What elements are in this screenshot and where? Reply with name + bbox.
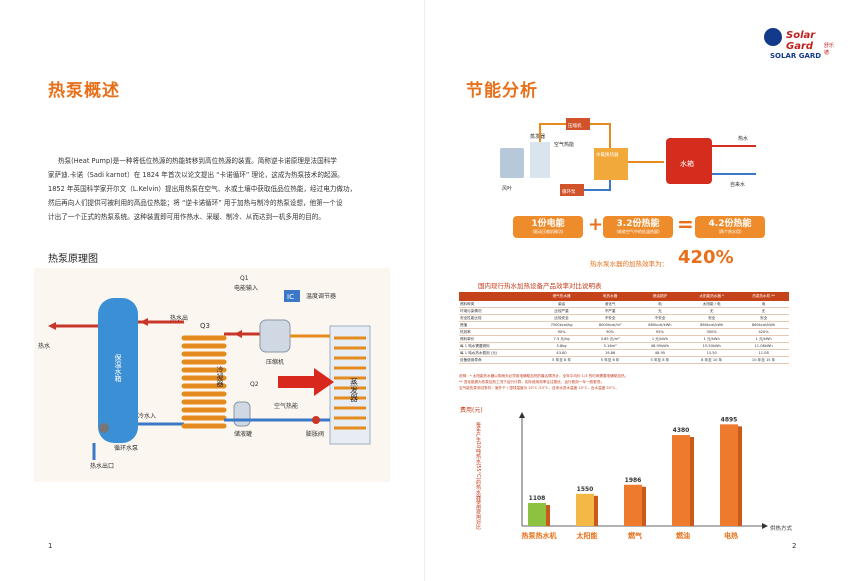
page-divider bbox=[424, 0, 425, 581]
evaporator bbox=[329, 325, 371, 445]
bar-4 bbox=[672, 435, 690, 526]
cost-bar-chart: 费用(元) 每年产生10吨热水(55°C)的热水器使用费用对比 供热方式 110… bbox=[460, 406, 793, 540]
svg-text:Q1: Q1 bbox=[240, 275, 249, 282]
hot-water-label: 热水 bbox=[38, 342, 50, 350]
equation-box-air: 3.2份热能 (吸收空气中的低温热量) bbox=[603, 216, 673, 238]
chart-ylabel-note: 每年产生10吨热水(55°C)的热水器使用费用对比 bbox=[475, 421, 481, 531]
svg-text:膨胀阀: 膨胀阀 bbox=[306, 430, 324, 438]
svg-text:冷水入: 冷水入 bbox=[138, 412, 156, 420]
air-heat-arrow bbox=[278, 368, 334, 396]
bar-side-5 bbox=[738, 426, 742, 526]
bar-side-1 bbox=[546, 504, 550, 526]
svg-text:电能输入: 电能输入 bbox=[234, 284, 258, 292]
svg-text:水氟换热器: 水氟换热器 bbox=[596, 151, 619, 158]
efficiency-label: 热水泵水器的加热效率为： bbox=[590, 260, 668, 268]
bar-value-label: 4380 bbox=[673, 427, 690, 434]
paragraph-line: 计出了一个正式的热泵系统。这种装置即可用作热水、采暖、制冷、从而达到一机多用的目… bbox=[48, 213, 325, 221]
bar-5 bbox=[720, 424, 738, 526]
svg-text:热水出口: 热水出口 bbox=[90, 462, 114, 470]
compressor bbox=[259, 319, 291, 353]
bar-value-label: 1550 bbox=[577, 486, 594, 493]
table-row: 燃料种类柴油液化气电太阳能 / 电电 bbox=[459, 301, 789, 308]
svg-text:储液罐: 储液罐 bbox=[234, 430, 252, 438]
svg-text:冷凝器: 冷凝器 bbox=[216, 365, 224, 388]
chart-xlabel: 供热方式 bbox=[770, 524, 793, 532]
page-number-left: 1 bbox=[48, 542, 53, 550]
chart-ylabel: 费用(元) bbox=[460, 406, 483, 414]
svg-text:风叶: 风叶 bbox=[502, 185, 512, 192]
table-row: 安全性能比较比较安全不安全不安全安全安全 bbox=[459, 314, 789, 322]
page-number-right: 2 bbox=[792, 542, 797, 550]
bar-2 bbox=[576, 493, 594, 526]
svg-text:循环泵: 循环泵 bbox=[562, 188, 576, 195]
category-label: 燃气 bbox=[627, 531, 642, 540]
heat-pump-diagram: 热水 保温水箱 冷水入 循环水泵 热水出口 冷凝器 Q3 热水出 压缩机 IC … bbox=[34, 268, 390, 482]
svg-text:Q3: Q3 bbox=[200, 322, 210, 330]
condenser-coil bbox=[181, 335, 227, 429]
bar-side-2 bbox=[594, 495, 598, 526]
energy-flow-diagram: 风叶 蒸发器 压缩机 水氟换热器 循环泵 水箱 热水 自来水 空气热能 bbox=[500, 118, 756, 196]
svg-text:热水: 热水 bbox=[738, 135, 748, 142]
plus-sign: + bbox=[588, 214, 604, 235]
tank-label: 保温水箱 bbox=[114, 353, 122, 383]
table-notes: 说明：* 太阳能热水器以阴雨天必须用电辅助加热的最劣情况计，全年平均约 1/3 … bbox=[459, 374, 629, 390]
efficiency-table: 燃气热水器 电热水器 燃油锅炉 太阳能热水器 * 热泵热水机 ** 燃料种类柴油… bbox=[459, 292, 789, 364]
equation-box-electric: 1份电能 (驱动压缩机做功) bbox=[513, 216, 583, 238]
efficiency-value: 420% bbox=[678, 247, 734, 268]
logo-word: Solar Gard bbox=[786, 30, 816, 52]
table-title: 国内现行热水加热设备产品效率对比说明表 bbox=[478, 282, 602, 290]
svg-text:温度调节器: 温度调节器 bbox=[306, 292, 336, 300]
svg-text:压缩机: 压缩机 bbox=[266, 358, 284, 366]
expansion-valve-icon bbox=[312, 416, 320, 424]
svg-text:空气热能: 空气热能 bbox=[554, 141, 574, 148]
category-label: 电热 bbox=[724, 531, 738, 540]
table-header-row: 燃气热水器 电热水器 燃油锅炉 太阳能热水器 * 热泵热水机 ** bbox=[459, 292, 789, 301]
insulated-tank bbox=[98, 298, 138, 443]
svg-text:压缩机: 压缩机 bbox=[568, 122, 582, 129]
bar-side-3 bbox=[642, 486, 646, 526]
paragraph-line: 然后再向人们提供可被利用的高品位热能；将 “逆卡诺循环” 用于加热与制冷的热泵设… bbox=[48, 199, 343, 207]
bar-3 bbox=[624, 484, 642, 526]
paragraph-line: 家萨迪.卡诺（Sadi karnot）在 1824 年首次以论文提出 “卡诺循环… bbox=[48, 171, 344, 179]
equation-box-total: 4.2份热能 (两个热水用) bbox=[695, 216, 765, 238]
brand-logo: Solar Gard 舒乐德 SOLAR GARD bbox=[764, 28, 834, 68]
bar-value-label: 1986 bbox=[625, 477, 642, 484]
svg-text:蒸发器: 蒸发器 bbox=[530, 133, 545, 140]
category-label: 热泵热水机 bbox=[522, 531, 557, 540]
bar-1 bbox=[528, 502, 546, 526]
svg-text:自来水: 自来水 bbox=[730, 181, 745, 188]
bar-side-4 bbox=[690, 437, 694, 526]
category-label: 太阳能 bbox=[577, 531, 598, 540]
svg-text:循环水泵: 循环水泵 bbox=[114, 444, 138, 452]
svg-text:蒸发器: 蒸发器 bbox=[350, 377, 359, 403]
svg-text:热水出: 热水出 bbox=[170, 314, 188, 322]
bar-value-label: 4895 bbox=[721, 416, 738, 423]
paragraph-line: 1852 年英国科学家开尔文（L.Kelvin）提出用热泵在空气、水或土壤中获取… bbox=[48, 185, 357, 193]
category-label: 燃油 bbox=[675, 531, 690, 540]
logo-globe-icon bbox=[764, 28, 782, 46]
svg-text:水箱: 水箱 bbox=[680, 159, 694, 168]
storage-tank bbox=[233, 401, 251, 427]
circ-pump-icon bbox=[99, 423, 109, 433]
table-row: 环境污染情况比较严重不严重无无无 bbox=[459, 307, 789, 315]
paragraph-line: 热泵(Heat Pump)是一种将低位热源的热能转移到高位热源的装置。简称逆卡诺… bbox=[58, 157, 337, 165]
intro-paragraph: 热泵(Heat Pump)是一种将低位热源的热能转移到高位热源的装置。简称逆卡诺… bbox=[48, 154, 388, 224]
svg-text:IC: IC bbox=[287, 293, 294, 301]
logo-cn: 舒乐德 bbox=[824, 43, 835, 56]
equals-sign: = bbox=[677, 212, 694, 236]
diagram-title: 热泵原理图 bbox=[48, 254, 98, 265]
bar-value-label: 1108 bbox=[529, 495, 546, 502]
logo-tagline: SOLAR GARD bbox=[770, 52, 822, 60]
svg-text:空气热能: 空气热能 bbox=[274, 402, 298, 410]
right-page-title: 节能分析 bbox=[466, 81, 538, 101]
left-page-title: 热泵概述 bbox=[48, 81, 120, 101]
svg-text:Q2: Q2 bbox=[250, 381, 259, 388]
